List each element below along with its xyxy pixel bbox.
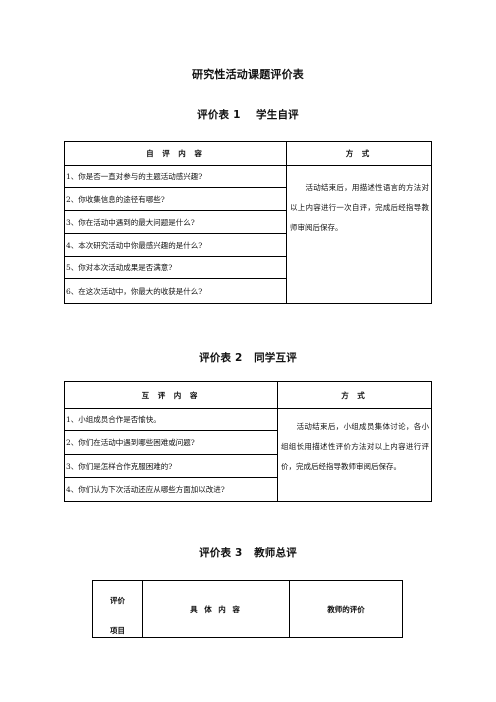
table3-item-header-top: 评价 [110, 596, 125, 605]
table3-evaluation-header: 教师的评价 [289, 580, 403, 638]
document-title: 研究性活动课题评价表 [192, 68, 304, 81]
table1-item: 1、你是否一直对参与的主题活动感兴趣? [64, 165, 287, 188]
table3-content-header: 具 体 内 容 [142, 580, 290, 638]
table1-content-header: 自 评 内 容 [64, 141, 287, 166]
table2-item: 1、小组成员合作是否愉快。 [64, 408, 278, 431]
table1-item: 4、本次研究活动中你最感兴趣的是什么? [64, 233, 287, 257]
table2-method-text: 活动结束后，小组成员集体讨论，各小组组长用描述性评价方法对以上内容进行评价，完成… [277, 408, 432, 502]
table2-content-header: 互 评 内 容 [64, 381, 278, 409]
table3-item-header-bottom: 项目 [110, 626, 125, 635]
teacher-evaluation-table: 评价 项目 具 体 内 容 教师的评价 [92, 580, 403, 638]
table1-item: 6、在这次活动中，你最大的收获是什么? [64, 278, 287, 304]
table1-item: 3、你在活动中遇到的最大问题是什么? [64, 210, 287, 234]
table2-item: 2、你们在活动中遇到哪些困难或问题? [64, 430, 278, 455]
table1-heading: 评价表 1 学生自评 [197, 109, 299, 121]
table2-item: 3、你们是怎样合作克服困难的? [64, 454, 278, 478]
table1-method-text: 活动结束后，用描述性语言的方法对以上内容进行一次自评，完成后经指导教师审阅后保存… [286, 165, 432, 304]
table3-item-header: 评价 项目 [92, 580, 143, 638]
peer-evaluation-table: 互 评 内 容 方 式 1、小组成员合作是否愉快。 活动结束后，小组成员集体讨论… [64, 381, 432, 502]
table2-item: 4、你们认为下次活动还应从哪些方面加以改进? [64, 477, 278, 502]
self-evaluation-table: 自 评 内 容 方 式 1、你是否一直对参与的主题活动感兴趣? 活动结束后，用描… [64, 141, 432, 304]
table2-method-header: 方 式 [277, 381, 432, 409]
table1-method-header: 方 式 [286, 141, 432, 166]
table3-heading: 评价表 3 教师总评 [199, 547, 297, 559]
table1-item: 2、你收集信息的途径有哪些? [64, 187, 287, 211]
table1-item: 5、你对本次活动成果是否满意? [64, 256, 287, 279]
table2-heading: 评价表 2 同学互评 [199, 352, 297, 364]
